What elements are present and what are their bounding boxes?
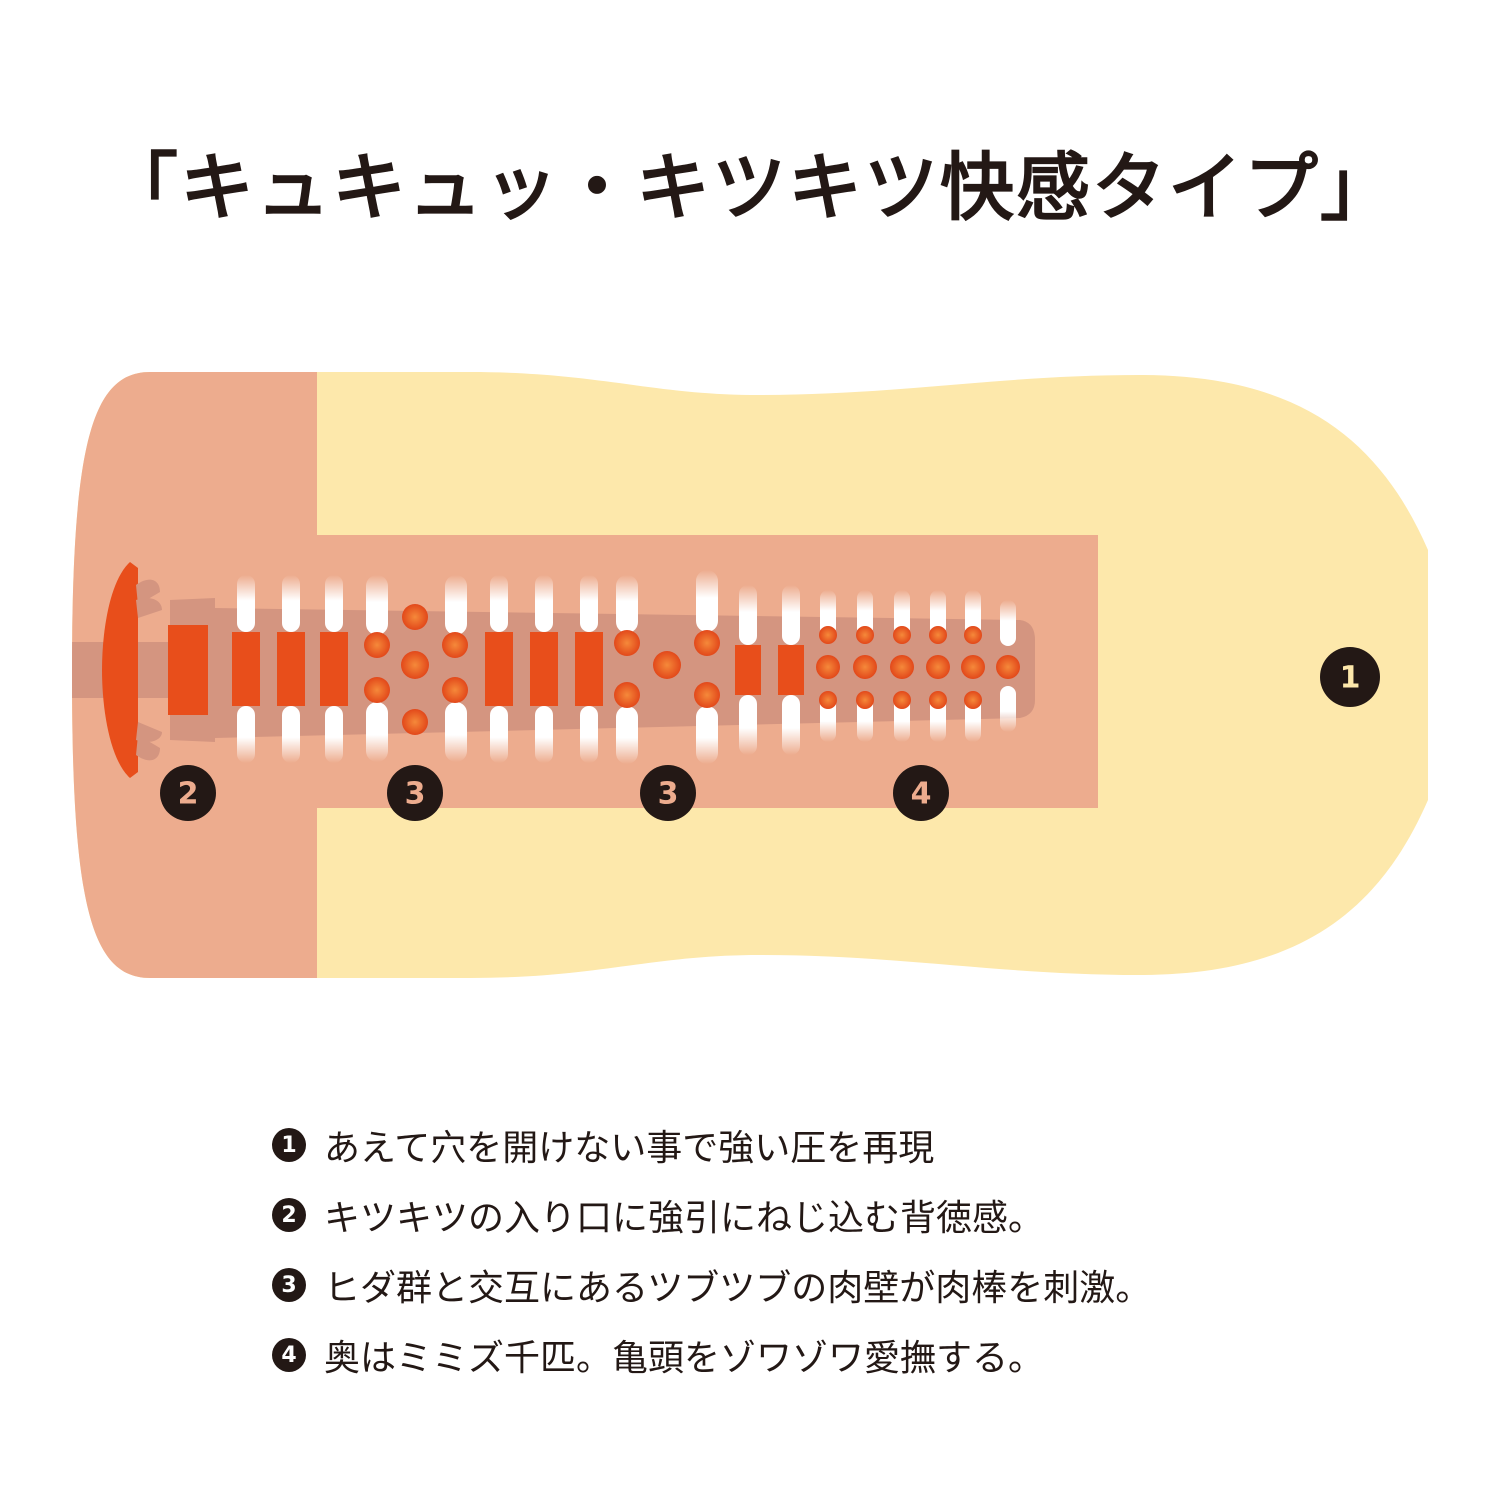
feature-item: 3 ヒダ群と交互にあるツブツブの肉壁が肉棒を刺激。 [272, 1250, 1151, 1320]
svg-text:3: 3 [405, 777, 426, 812]
feature-item: 2 キツキツの入り口に強引にねじ込む背徳感。 [272, 1180, 1151, 1250]
svg-text:4: 4 [911, 777, 932, 812]
svg-text:2: 2 [178, 777, 199, 812]
feature-text: 奥はミミズ千匹。亀頭をゾワゾワ愛撫する。 [324, 1338, 1045, 1379]
marker-4: 4 [893, 765, 949, 821]
feature-item: 4 奥はミミズ千匹。亀頭をゾワゾワ愛撫する。 [272, 1320, 1151, 1390]
bump-group [364, 604, 1020, 735]
feature-text: ヒダ群と交互にあるツブツブの肉壁が肉棒を刺激。 [324, 1268, 1152, 1309]
feature-number: 2 [272, 1198, 306, 1232]
entry-flange [102, 562, 138, 778]
feature-number: 4 [272, 1338, 306, 1372]
rib-group [232, 632, 804, 706]
feature-item: 1 あえて穴を開けない事で強い圧を再現 [272, 1110, 1151, 1180]
feature-number: 3 [272, 1268, 306, 1302]
feature-number: 1 [272, 1128, 306, 1162]
svg-text:1: 1 [1340, 661, 1361, 696]
feature-list: 1 あえて穴を開けない事で強い圧を再現 2 キツキツの入り口に強引にねじ込む背徳… [272, 1110, 1151, 1390]
marker-3a: 3 [387, 765, 443, 821]
page-title: 「キュキュッ・キツキツ快感タイプ」 [104, 145, 1396, 231]
marker-1: 1 [1320, 647, 1380, 707]
marker-3b: 3 [640, 765, 696, 821]
feature-text: あえて穴を開けない事で強い圧を再現 [324, 1128, 935, 1169]
svg-text:3: 3 [658, 777, 679, 812]
feature-text: キツキツの入り口に強引にねじ込む背徳感。 [324, 1198, 1045, 1239]
marker-2: 2 [160, 765, 216, 821]
